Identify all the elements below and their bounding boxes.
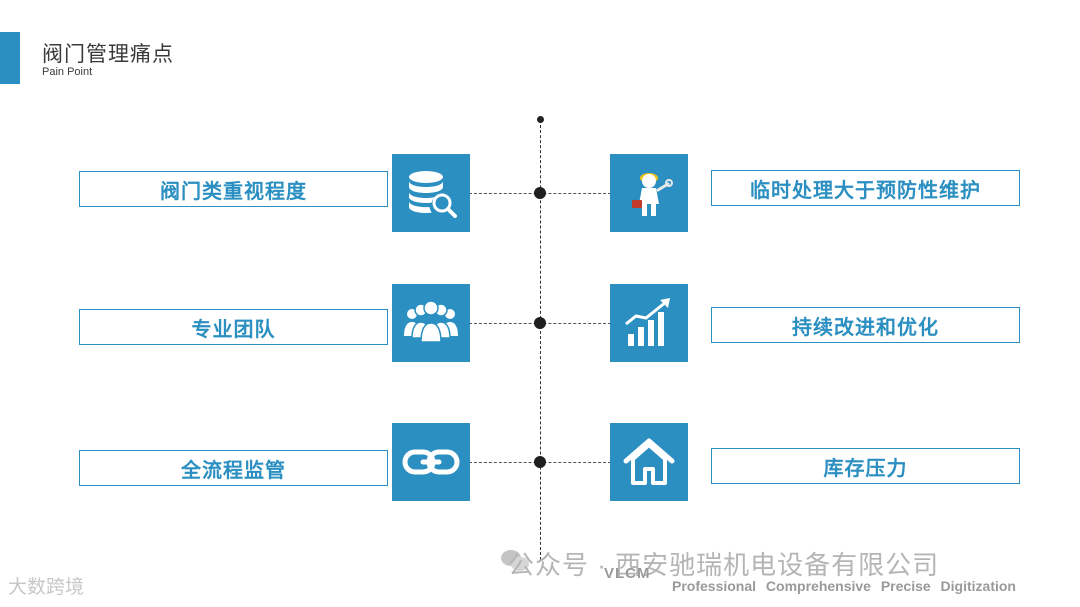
title-accent-bar — [0, 32, 20, 84]
watermark-left: 大数跨境 — [8, 577, 85, 598]
pain-point-4-label: 持续改进和优化 — [792, 316, 939, 339]
pain-point-6: 库存压力 — [711, 448, 1020, 484]
pain-point-2: 临时处理大于预防性维护 — [711, 170, 1020, 206]
timeline-node-1 — [534, 187, 546, 199]
chain-link-icon — [392, 423, 470, 501]
pain-point-5-label: 全流程监管 — [181, 459, 286, 482]
watermark-main: 公众号 · 西安驰瑞机电设备有限公司 — [508, 550, 940, 580]
database-search-icon — [392, 154, 470, 232]
pain-point-2-label: 临时处理大于预防性维护 — [750, 179, 981, 202]
page-title: 阀门管理痛点 — [42, 43, 174, 66]
timeline-node-2 — [534, 317, 546, 329]
growth-chart-icon — [610, 284, 688, 362]
team-icon — [392, 284, 470, 362]
pain-point-6-label: 库存压力 — [823, 457, 908, 480]
timeline-top-dot — [537, 116, 544, 123]
pain-point-3-label: 专业团队 — [191, 318, 276, 341]
pain-point-1: 阀门类重视程度 — [79, 171, 388, 207]
home-icon — [610, 423, 688, 501]
timeline-axis — [540, 120, 541, 560]
brand-logo: VLCM — [604, 565, 651, 582]
pain-point-4: 持续改进和优化 — [711, 307, 1020, 343]
page-subtitle: Pain Point — [42, 66, 93, 78]
wechat-icon — [501, 550, 529, 571]
brand-tagline: Professional Comprehensive Precise Digit… — [672, 578, 1016, 594]
pain-point-1-label: 阀门类重视程度 — [160, 180, 307, 203]
pain-point-5: 全流程监管 — [79, 450, 388, 486]
repair-worker-icon — [610, 154, 688, 232]
timeline-node-3 — [534, 456, 546, 468]
pain-point-3: 专业团队 — [79, 309, 388, 345]
